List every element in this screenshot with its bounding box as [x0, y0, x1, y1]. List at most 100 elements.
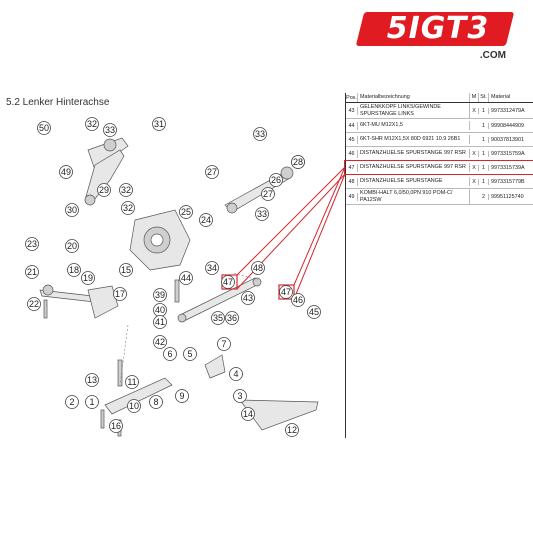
callout-marker[interactable]	[25, 265, 39, 279]
callout-marker[interactable]	[85, 117, 99, 131]
callout-marker[interactable]	[85, 373, 99, 387]
callout-marker[interactable]	[25, 237, 39, 251]
callout-label: 47	[223, 277, 233, 287]
callout-marker[interactable]	[199, 213, 213, 227]
callout-marker[interactable]	[241, 407, 255, 421]
callout-label: 8	[153, 397, 158, 407]
callout-marker[interactable]	[211, 311, 225, 325]
site-logo[interactable]: 5IGT3 .COM	[355, 11, 515, 61]
callout-marker[interactable]	[125, 375, 139, 389]
callout-marker[interactable]	[153, 315, 167, 329]
row-m: X	[470, 107, 479, 114]
callout-marker[interactable]	[253, 127, 267, 141]
row-m: X	[470, 164, 479, 171]
callout-marker[interactable]	[285, 423, 299, 437]
callout-label: 19	[83, 273, 93, 283]
zoom-line	[293, 166, 346, 286]
callout-marker[interactable]	[229, 367, 243, 381]
callout-marker[interactable]	[153, 335, 167, 349]
callout-label: 48	[253, 263, 263, 273]
callout-marker[interactable]	[97, 183, 111, 197]
callout-marker[interactable]	[269, 173, 283, 187]
row-qty: 1	[479, 150, 489, 157]
callout-marker[interactable]	[152, 117, 166, 131]
callout-marker[interactable]	[205, 261, 219, 275]
callout-marker[interactable]	[279, 285, 293, 299]
callout-label: 6	[167, 349, 172, 359]
link-bracket	[87, 285, 119, 319]
callout-label: 10	[129, 401, 139, 411]
callout-marker[interactable]	[81, 271, 95, 285]
row-pos: 45	[346, 135, 358, 144]
callout-marker[interactable]	[119, 183, 133, 197]
callout-marker[interactable]	[241, 291, 255, 305]
callout-marker[interactable]	[291, 293, 305, 307]
callout-marker[interactable]	[59, 165, 73, 179]
header-pos: Pos.	[346, 93, 358, 102]
callout-marker[interactable]	[67, 263, 81, 277]
callout-marker[interactable]	[65, 203, 79, 217]
callout-label: 5	[187, 349, 192, 359]
callout-marker[interactable]	[217, 337, 231, 351]
callout-label: 32	[87, 119, 97, 129]
row-desc: KOMBI-HALT 6,0/50,0PN 910 POM-C/ PA12SW	[358, 189, 470, 204]
header-st: St.	[479, 93, 489, 102]
callout-marker[interactable]	[291, 155, 305, 169]
callout-label: 46	[293, 295, 303, 305]
bushing	[103, 138, 117, 152]
callout-marker[interactable]	[119, 263, 133, 277]
parts-table: Pos. Materialbezeichnung M St. Material …	[344, 93, 533, 438]
callout-marker[interactable]	[121, 201, 135, 215]
callout-marker[interactable]	[183, 347, 197, 361]
row-material: 99733157​79B	[491, 178, 525, 185]
callout-marker[interactable]	[179, 205, 193, 219]
callout-marker[interactable]	[85, 395, 99, 409]
row-qty: 2	[479, 193, 489, 200]
callout-marker[interactable]	[149, 395, 163, 409]
callout-marker[interactable]	[225, 311, 239, 325]
callout-marker[interactable]	[113, 287, 127, 301]
callout-label: 44	[181, 273, 191, 283]
callout-marker[interactable]	[221, 275, 235, 289]
callout-marker[interactable]	[251, 261, 265, 275]
callout-marker[interactable]	[307, 305, 321, 319]
callout-marker[interactable]	[65, 239, 79, 253]
callout-label: 43	[243, 293, 253, 303]
callout-label: 18	[69, 265, 79, 275]
callout-label: 34	[207, 263, 217, 273]
callout-label: 25	[181, 207, 191, 217]
callout-marker[interactable]	[37, 121, 51, 135]
zoom-line	[236, 166, 346, 276]
callout-marker[interactable]	[103, 123, 117, 137]
callout-marker[interactable]	[205, 165, 219, 179]
callout-marker[interactable]	[109, 419, 123, 433]
callout-marker[interactable]	[179, 271, 193, 285]
callout-marker[interactable]	[261, 187, 275, 201]
lower-wishbone-right	[239, 399, 319, 431]
callout-label: 12	[287, 425, 297, 435]
callout-marker[interactable]	[233, 389, 247, 403]
callout-label: 33	[257, 209, 267, 219]
lower-bracket	[204, 354, 226, 379]
callout-marker[interactable]	[127, 399, 141, 413]
logo-text: 5IGT3	[386, 11, 490, 46]
callout-marker[interactable]	[27, 297, 41, 311]
callout-marker[interactable]	[255, 207, 269, 221]
callout-marker[interactable]	[65, 395, 79, 409]
callout-label: 33	[255, 129, 265, 139]
callout-marker[interactable]	[153, 288, 167, 302]
callout-label: 27	[263, 189, 273, 199]
callout-label: 28	[293, 157, 303, 167]
callout-label: 50	[39, 123, 49, 133]
callout-marker[interactable]	[163, 347, 177, 361]
row-material: 999511257​40	[491, 193, 524, 200]
row-desc: DISTANZHUELSE SPURSTANGE 997 RSR	[358, 149, 470, 158]
callout-marker[interactable]	[175, 389, 189, 403]
